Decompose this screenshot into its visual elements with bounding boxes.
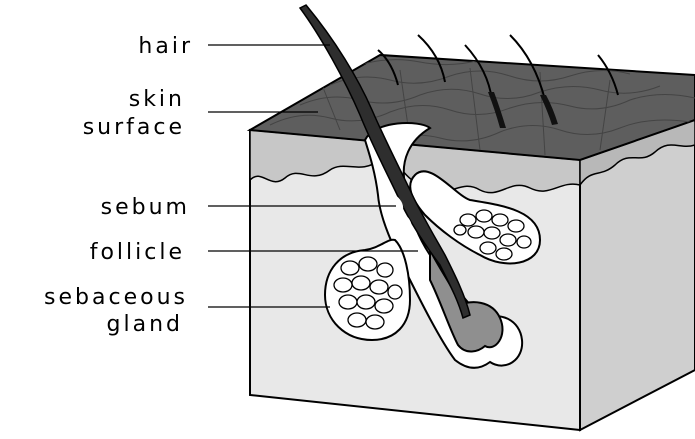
label-hair: hair xyxy=(138,34,193,59)
label-gland: gland xyxy=(107,312,183,337)
label-sebum: sebum xyxy=(101,195,190,220)
label-skin: skin xyxy=(129,87,185,112)
label-sebaceous: sebaceous xyxy=(44,285,188,310)
label-follicle: follicle xyxy=(90,240,185,265)
label-surface: surface xyxy=(83,115,185,140)
